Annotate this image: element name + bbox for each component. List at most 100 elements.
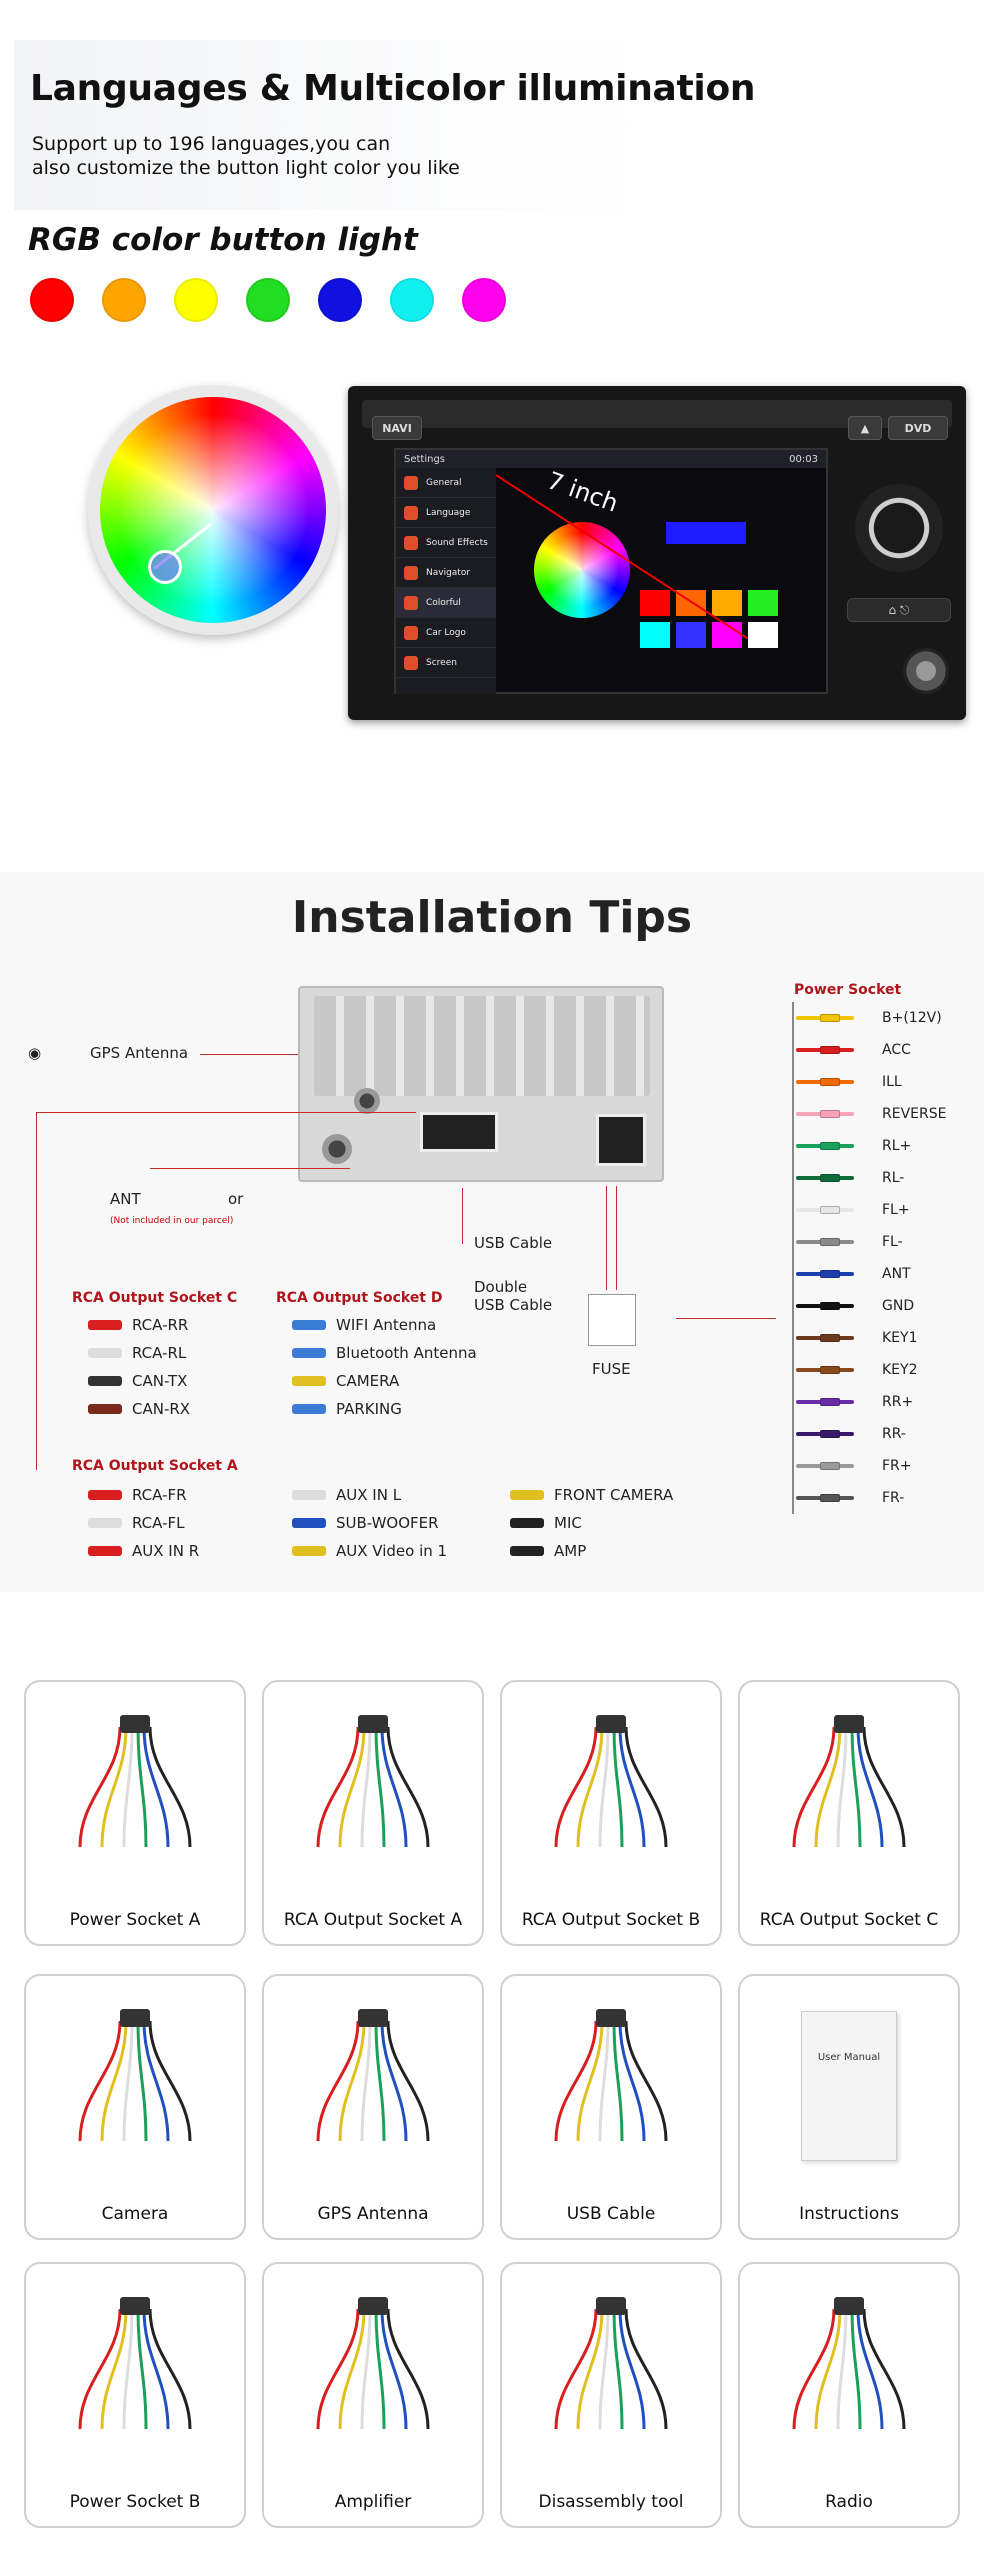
- accessory-card: RCA Output Socket C: [738, 1680, 960, 1946]
- accessory-wire: [338, 2308, 366, 2430]
- accessory-wire: [792, 1726, 836, 1848]
- accessory-drawing: [792, 1715, 906, 1848]
- power-socket-bus: [792, 1290, 794, 1322]
- rca-a-title: RCA Output Socket A: [72, 1458, 238, 1474]
- accessory-wire: [360, 2020, 372, 2142]
- color-dot: [30, 278, 74, 322]
- rca-list-item: SUB-WOOFER: [292, 1514, 439, 1532]
- power-connector: [596, 1114, 646, 1166]
- accessory-wire: [576, 2308, 604, 2430]
- or-label: or: [228, 1190, 244, 1208]
- accessory-wire: [554, 2020, 598, 2142]
- screen-color-swatch: [712, 590, 742, 616]
- rca-list-item: WIFI Antenna: [292, 1316, 436, 1334]
- rca-a-wire-vertical: [36, 1112, 37, 1470]
- user-manual-icon: User Manual: [801, 2011, 897, 2161]
- power-wire-tip: [820, 1494, 840, 1502]
- power-socket-row: REVERSE: [792, 1098, 982, 1130]
- accessory-drawing: [78, 1715, 192, 1848]
- color-wheel-illustration: [88, 385, 338, 635]
- color-dot: [102, 278, 146, 322]
- power-wire-tip: [820, 1334, 840, 1342]
- rca-plug-icon: [510, 1546, 544, 1556]
- accessory-wire: [576, 1726, 604, 1848]
- rca-item-label: CAN-RX: [132, 1400, 191, 1418]
- accessory-card: GPS Antenna: [262, 1974, 484, 2240]
- color-dot: [318, 278, 362, 322]
- accessory-image: User Manual: [760, 1996, 938, 2176]
- power-wire-tip: [820, 1046, 840, 1054]
- rca-c-title: RCA Output Socket C: [72, 1290, 238, 1306]
- power-socket-row: GND: [792, 1290, 982, 1322]
- fuse-to-power-arrow: [676, 1318, 776, 1319]
- accessory-label: USB Cable: [566, 2204, 656, 2224]
- illumination-section: Languages & Multicolor illumination Supp…: [0, 0, 984, 820]
- rca-list-item: PARKING: [292, 1400, 402, 1418]
- accessory-wire: [814, 2308, 842, 2430]
- power-wire-tip: [820, 1270, 840, 1278]
- screen-color-swatch: [640, 590, 670, 616]
- accessory-wire: [142, 2020, 170, 2142]
- status-title: Settings: [404, 453, 446, 465]
- settings-item-icon: [404, 505, 418, 520]
- ant-note: (Not included in our parcel): [110, 1216, 234, 1226]
- accessory-card: RCA Output Socket A: [262, 1680, 484, 1946]
- rca-list-item: RCA-FL: [88, 1514, 184, 1532]
- accessory-image: [284, 2284, 462, 2464]
- rca-item-label: RCA-FR: [132, 1486, 187, 1504]
- accessory-wire: [78, 2308, 122, 2430]
- gps-port-icon: [354, 1088, 380, 1114]
- accessory-drawing: [554, 2297, 668, 2430]
- power-wire-label: ILL: [882, 1074, 902, 1090]
- accessory-drawing: [792, 2297, 906, 2430]
- accessory-card: Power Socket B: [24, 2262, 246, 2528]
- settings-item-icon: [404, 595, 418, 610]
- power-wire-label: GND: [882, 1298, 915, 1314]
- rca-plug-icon: [510, 1490, 544, 1500]
- accessory-image: [522, 1996, 700, 2176]
- power-socket-row: B+(12V): [792, 1002, 982, 1034]
- accessory-wire: [386, 2308, 430, 2430]
- power-wire-left: [606, 1186, 607, 1290]
- rca-list-item: Bluetooth Antenna: [292, 1344, 477, 1362]
- accessory-card: USB Cable: [500, 1974, 722, 2240]
- settings-item-icon: [404, 655, 418, 670]
- accessory-wire: [136, 1726, 148, 1848]
- screen-color-swatch: [748, 590, 778, 616]
- accessory-wire: [100, 2308, 128, 2430]
- accessory-wire: [856, 2308, 884, 2430]
- eject-icon: ▲: [848, 416, 882, 440]
- gps-wire: [200, 1054, 352, 1055]
- accessory-wire: [100, 2020, 128, 2142]
- accessory-wire: [338, 1726, 366, 1848]
- accessory-wire: [374, 1726, 386, 1848]
- rca-plug-icon: [292, 1404, 326, 1414]
- rca-item-label: WIFI Antenna: [336, 1316, 437, 1334]
- accessory-wire: [612, 1726, 624, 1848]
- power-socket-row: RR+: [792, 1386, 982, 1418]
- double-usb-label-1: Double: [474, 1278, 528, 1296]
- power-wire-tip: [820, 1238, 840, 1246]
- accessory-drawing: [316, 1715, 430, 1848]
- rca-item-label: AUX IN R: [132, 1542, 200, 1560]
- accessory-wire: [598, 1726, 610, 1848]
- accessory-wire: [338, 2020, 366, 2142]
- power-wire-label: RR+: [882, 1394, 914, 1410]
- accessory-wire: [554, 2308, 598, 2430]
- rca-connector: [420, 1112, 498, 1152]
- settings-menu-item: Car Logo: [396, 618, 496, 648]
- rca-item-label: AUX Video in 1: [336, 1542, 448, 1560]
- settings-item-label: Sound Effects: [426, 537, 488, 548]
- accessory-connector: [596, 2009, 626, 2027]
- power-wire-tip: [820, 1206, 840, 1214]
- accessory-wire: [316, 1726, 360, 1848]
- accessory-wire: [360, 2308, 372, 2430]
- color-dot: [246, 278, 290, 322]
- fuse-label: FUSE: [592, 1360, 631, 1378]
- rca-plug-icon: [88, 1404, 122, 1414]
- radio-back-panel: [298, 986, 664, 1182]
- accessory-wire: [148, 1726, 192, 1848]
- accessory-wire: [316, 2020, 360, 2142]
